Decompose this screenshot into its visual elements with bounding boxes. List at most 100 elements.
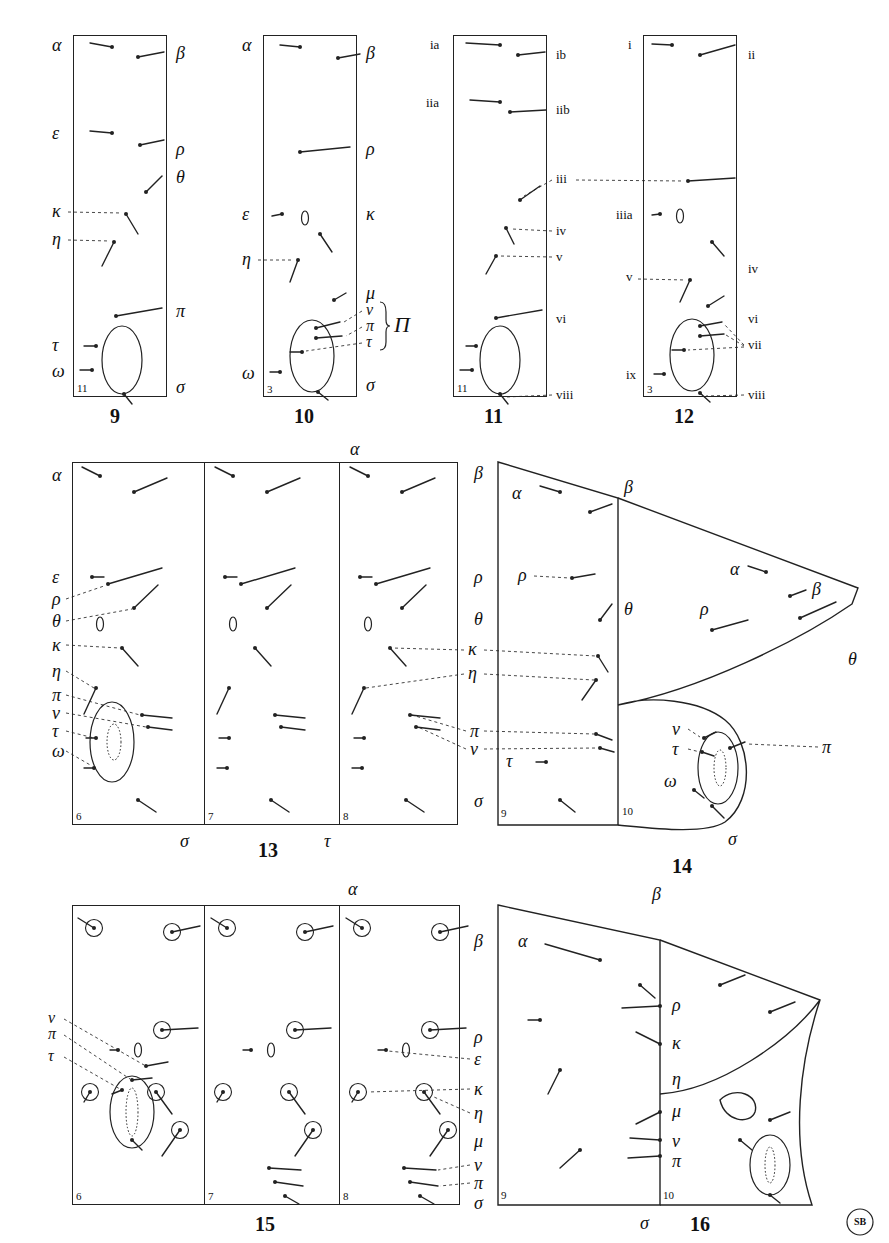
seta-line: [640, 985, 655, 998]
seta-line: [800, 602, 836, 618]
dashed-leader: [500, 256, 552, 257]
seta-line: [148, 727, 172, 730]
seta-line: [680, 280, 690, 302]
seta-base-dot: [570, 576, 574, 580]
seta-base-dot: [682, 348, 686, 352]
seta-letter: σ: [366, 376, 375, 394]
seta-letter: β: [624, 478, 633, 496]
seta-line: [590, 504, 612, 512]
pinaculum-ring: [354, 920, 371, 937]
seta-line: [700, 45, 735, 55]
seta-line: [548, 1070, 560, 1094]
seta-line: [280, 45, 300, 47]
seta-base-dot: [314, 326, 318, 330]
seta-line: [582, 680, 596, 700]
seta-base-dot: [316, 390, 320, 394]
seta-line: [596, 734, 612, 740]
seta-letter: η: [52, 230, 61, 248]
segment-outline-path: [618, 498, 858, 830]
seta-base-dot: [239, 582, 243, 586]
seta-line: [424, 1092, 440, 1114]
seta-base-dot: [120, 646, 124, 650]
segment-number: 7: [208, 1191, 214, 1202]
seta-base-dot: [122, 392, 126, 396]
seta-letter: π: [366, 318, 374, 334]
seta-base-dot: [558, 798, 562, 802]
seta-numeral: viii: [556, 388, 573, 401]
dashed-leader: [638, 279, 686, 280]
seta-base-dot: [374, 582, 378, 586]
seta-letter: ν: [470, 740, 478, 758]
seta-line: [630, 1138, 660, 1140]
seta-line: [162, 1028, 198, 1030]
spiracle-oval: [97, 617, 104, 631]
seta-line: [132, 1140, 142, 1150]
seta-line: [410, 715, 440, 718]
seta-line: [162, 1130, 180, 1156]
seta-line: [281, 727, 305, 730]
seta-line: [352, 688, 364, 714]
seta-line: [267, 478, 300, 492]
seta-line: [316, 336, 342, 338]
dashed-leader: [366, 674, 464, 688]
seta-line: [506, 228, 514, 244]
seta-base-dot: [178, 1128, 182, 1132]
pinaculum-ring: [281, 1084, 298, 1101]
seta-base-dot: [518, 198, 522, 202]
dashed-leader: [724, 324, 744, 345]
seta-line: [285, 1196, 299, 1204]
segment-number: 10: [622, 806, 633, 817]
seta-numeral: iib: [556, 103, 570, 116]
seta-line: [402, 478, 435, 492]
seta-letter: β: [366, 44, 375, 62]
seta-base-dot: [384, 1048, 388, 1052]
segment-panel: 11: [453, 35, 547, 397]
segment-number: 6: [76, 811, 82, 822]
seta-line: [289, 1092, 305, 1114]
seta-base-dot: [269, 798, 273, 802]
seta-line: [108, 568, 162, 584]
seta-base-dot: [225, 766, 229, 770]
seta-line: [740, 1140, 752, 1150]
crochet-ring: [714, 750, 726, 786]
pinaculum-ring: [440, 1122, 457, 1139]
segment-panel: 8: [340, 905, 460, 1205]
seta-base-dot: [598, 958, 602, 962]
seta-base-dot: [710, 628, 714, 632]
segment-panel: 7: [205, 905, 340, 1205]
dashed-leader: [688, 347, 744, 350]
seta-base-dot: [688, 278, 692, 282]
seta-base-dot: [718, 983, 722, 987]
seta-base-dot: [278, 370, 282, 374]
seta-line: [560, 1150, 580, 1168]
dashed-leader: [726, 335, 744, 346]
seta-line: [376, 568, 430, 584]
dashed-leader: [484, 650, 596, 656]
seta-base-dot: [798, 616, 802, 620]
seta-base-dot: [494, 316, 498, 320]
seta-base-dot: [132, 606, 136, 610]
dashed-leader: [440, 1183, 470, 1186]
seta-line: [271, 800, 289, 812]
seta-base-dot: [388, 646, 392, 650]
seta-line: [540, 486, 560, 492]
seta-line: [156, 1092, 172, 1114]
seta-base-dot: [92, 926, 96, 930]
seta-letter: β: [474, 464, 483, 482]
seta-base-dot: [362, 736, 366, 740]
seta-base-dot: [144, 190, 148, 194]
seta-numeral: iiia: [616, 208, 633, 221]
segment-number: 10: [663, 1190, 674, 1201]
crochet-ring: [126, 1088, 138, 1136]
seta-line: [134, 585, 158, 608]
seta-base-dot: [132, 490, 136, 494]
dashed-leader: [512, 229, 552, 231]
spiracle-oval: [90, 702, 134, 782]
spiracle-group: [90, 209, 790, 1195]
dashed-leader: [368, 1089, 470, 1092]
seta-base-dot: [227, 686, 231, 690]
seta-letter: α: [348, 880, 357, 898]
seta-letter: τ: [672, 740, 678, 758]
seta-line: [305, 926, 333, 932]
